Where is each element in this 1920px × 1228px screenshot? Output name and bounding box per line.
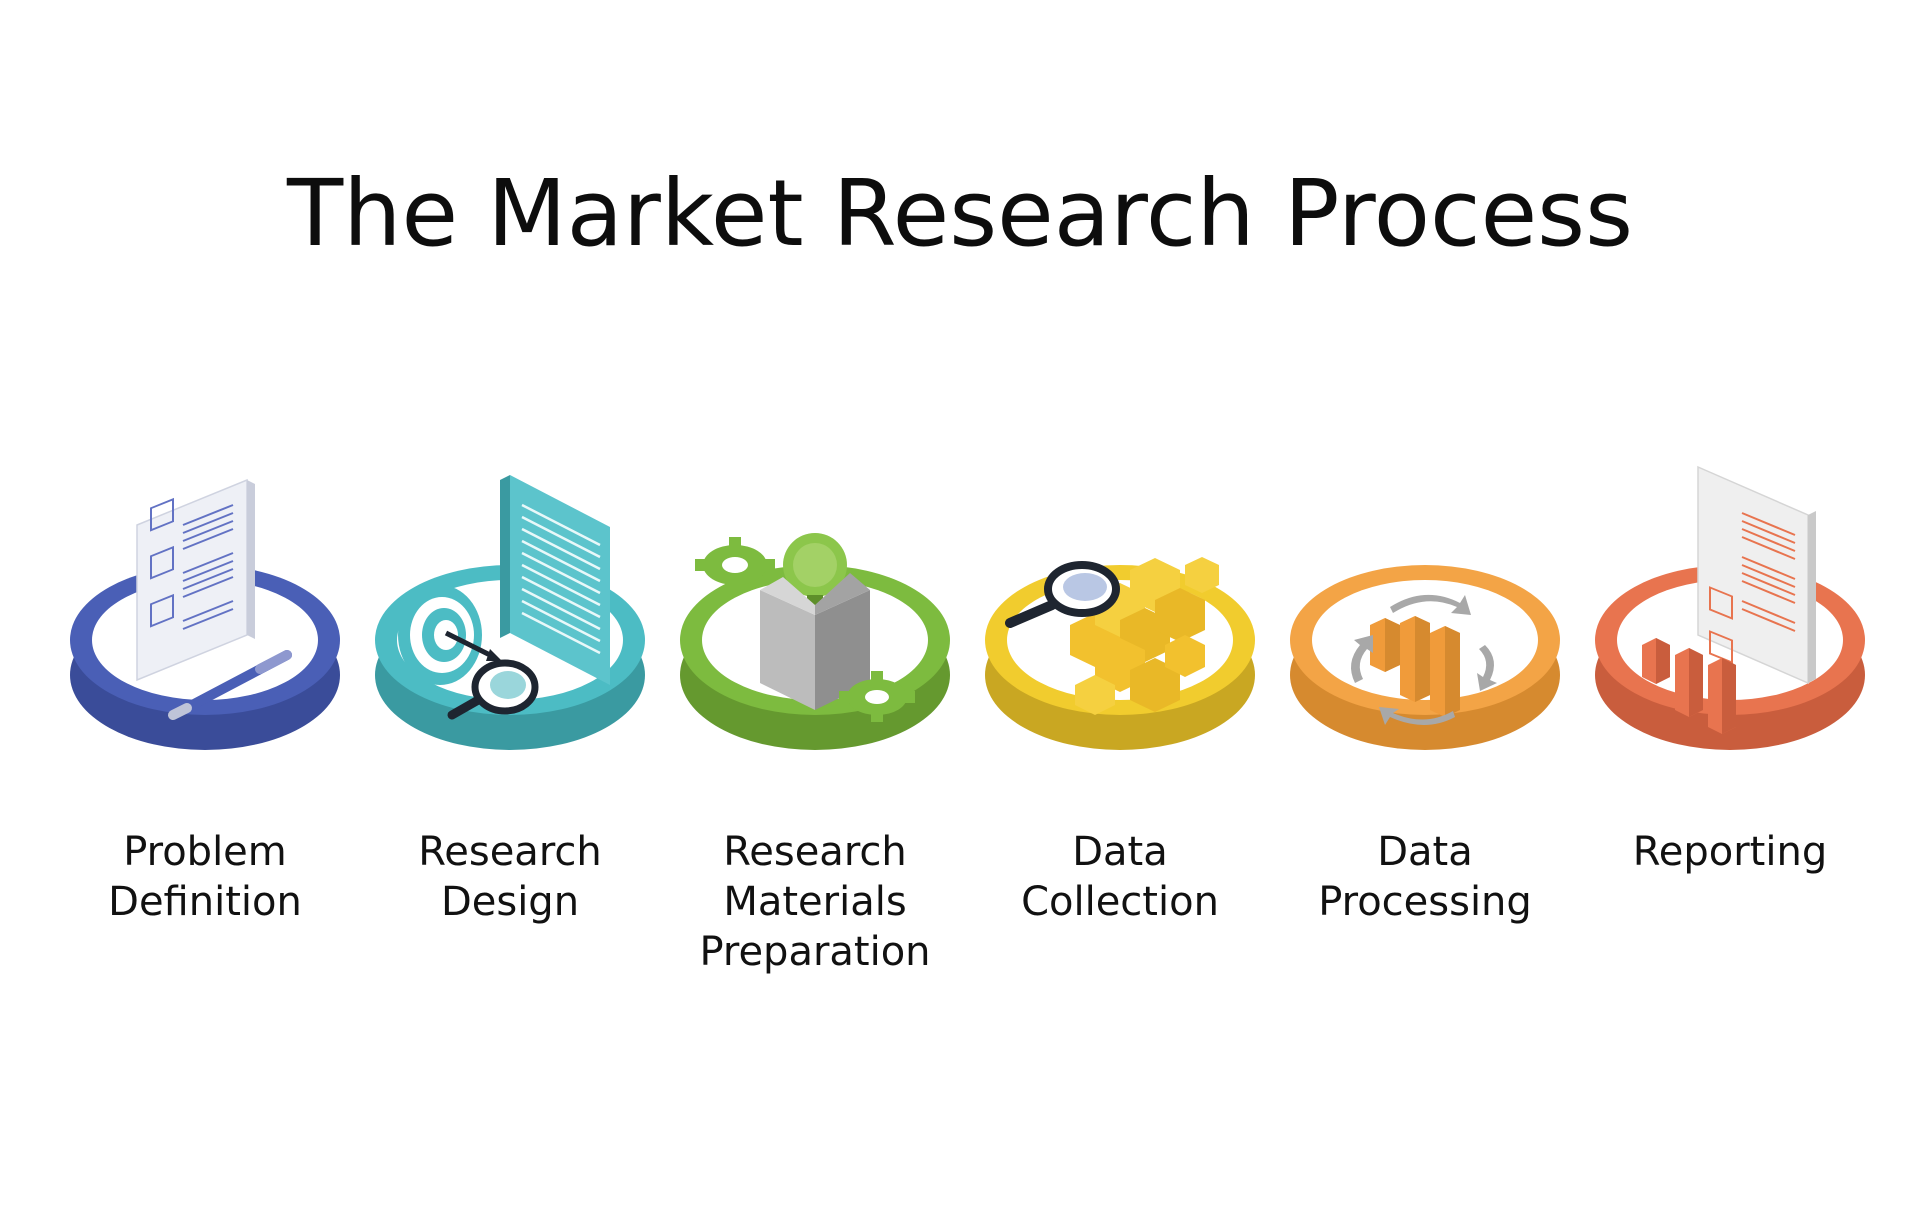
step-label-line: Reporting <box>1632 829 1828 875</box>
bar-chart <box>1370 616 1460 717</box>
magnifier <box>447 659 539 720</box>
step-label-line: Data <box>1377 829 1473 875</box>
magnifier-icon <box>1005 561 1120 628</box>
step-label-line: Design <box>440 879 580 925</box>
lightbulb-icon <box>783 533 847 609</box>
gear-icon <box>839 671 915 722</box>
step-label: Research Materials Preparation <box>625 827 1005 977</box>
step-label: Research Design <box>320 827 700 927</box>
page-title: The Market Research Process <box>286 160 1634 267</box>
cycle-arrows <box>1351 594 1497 725</box>
report-document-chart-icon <box>1595 465 1865 750</box>
box <box>760 573 870 710</box>
document-pen-icon <box>70 478 340 750</box>
target <box>398 585 482 685</box>
step-label-line: Research <box>723 829 907 875</box>
target-document-magnifier-icon <box>375 475 645 750</box>
pen <box>168 650 292 720</box>
cubes-magnifier-icon <box>985 557 1255 750</box>
box-lightbulb-gears-icon <box>680 533 950 750</box>
checkbox-lines <box>150 497 234 630</box>
step-label-line: Data <box>1072 829 1168 875</box>
step-label-line: Problem <box>123 829 287 875</box>
gear-icon <box>695 537 775 593</box>
step-label: Data Processing <box>1235 827 1615 927</box>
step-label-line: Research <box>418 829 602 875</box>
step-label-line: Processing <box>1318 879 1532 925</box>
step-label-line: Materials <box>723 879 907 925</box>
bar-chart <box>1642 638 1736 734</box>
step-label-line: Preparation <box>699 929 931 975</box>
step-label: Problem Definition <box>15 827 395 927</box>
step-label-line: Definition <box>108 879 302 925</box>
step-label: Reporting <box>1540 827 1920 877</box>
bar-chart-cycle-icon <box>1290 565 1560 750</box>
step-label-line: Collection <box>1021 879 1219 925</box>
step-label: Data Collection <box>930 827 1310 927</box>
